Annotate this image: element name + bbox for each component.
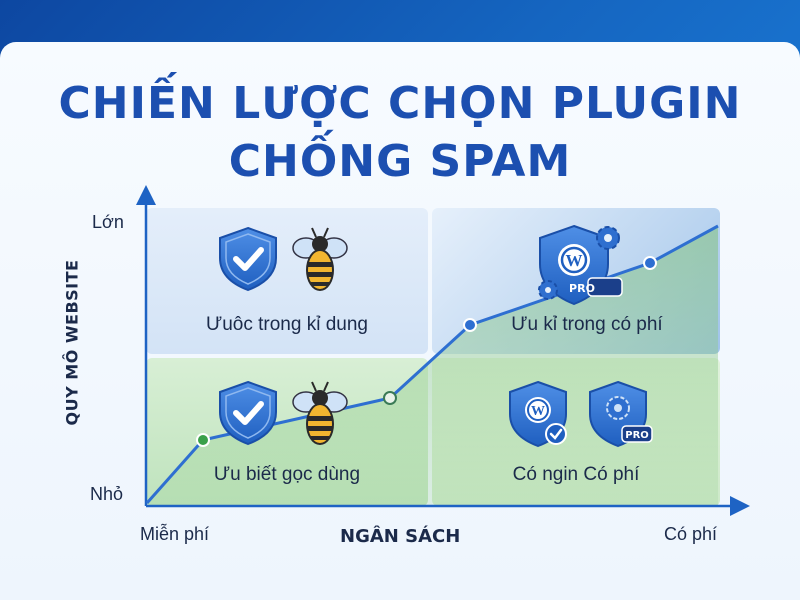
y-axis-label-wrap: QUY MÔ WEBSITE — [42, 215, 102, 485]
bee-icon — [292, 227, 348, 291]
svg-text:W: W — [566, 251, 583, 270]
y-axis-top-label: Lớn — [92, 212, 124, 232]
bee-icon — [292, 381, 348, 445]
x-axis-label: NGÂN SÁCH — [340, 526, 461, 547]
gear-icon — [538, 280, 558, 300]
trend-point — [383, 391, 397, 405]
x-axis-right-label: Có phí — [664, 524, 718, 544]
page-title-line2: CHỐNG SPAM — [228, 136, 572, 187]
shield-check-icon — [219, 226, 277, 292]
quadrant-label-top-left: Ưuôc trong kỉ dung — [206, 314, 368, 335]
trend-line — [145, 224, 719, 504]
y-axis-bottom-label: Nhỏ — [90, 484, 124, 504]
wordpress-shield-pro-icon: W — [539, 224, 623, 306]
pro-badge-text: PRO — [625, 430, 649, 441]
shield-pro-icon — [589, 380, 653, 448]
shield-check-icon — [219, 380, 277, 446]
x-axis-left-label: Miễn phí — [140, 524, 210, 544]
wordpress-shield-check-icon: W — [509, 380, 567, 448]
quadrant-label-bottom-left: Ưu biết gọc dùng — [213, 464, 361, 485]
y-axis-label: QUY MÔ WEBSITE — [62, 259, 82, 426]
trend-point — [643, 256, 657, 270]
gear-icon — [596, 226, 620, 250]
pro-badge-text: PRO — [569, 282, 595, 295]
quadrant-top-left — [146, 208, 428, 354]
trend-point — [463, 318, 477, 332]
page-title-line1: CHIẾN LƯỢC CHỌN PLUGIN — [58, 78, 742, 129]
quadrant-label-bottom-right: Có ngin Có phí — [512, 464, 640, 485]
quadrant-label-top-right: Ưu kỉ trong có phí — [511, 314, 663, 335]
svg-text:W: W — [531, 404, 545, 419]
trend-point — [196, 433, 210, 447]
